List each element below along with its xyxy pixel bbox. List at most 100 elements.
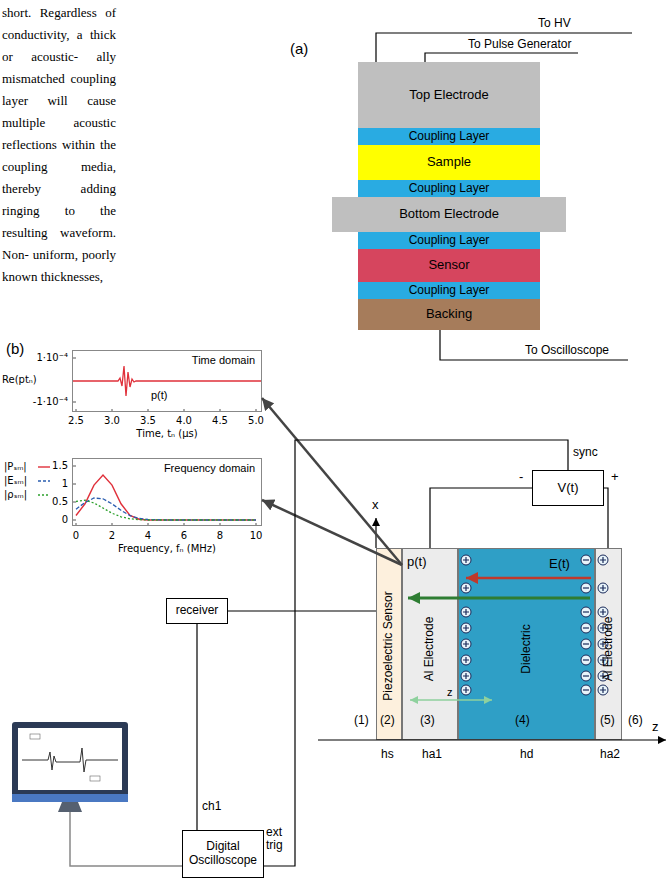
time-plot-drawing bbox=[72, 358, 262, 412]
node-label: Sensor bbox=[428, 258, 469, 273]
thickness-label: hd bbox=[520, 748, 533, 762]
node-label: Frequency domain bbox=[164, 462, 255, 475]
axis-name: z bbox=[447, 686, 453, 699]
monitor-frame bbox=[12, 722, 128, 802]
wire-label: sync bbox=[573, 446, 598, 460]
node-label: Bottom Electrode bbox=[399, 207, 499, 222]
connector-wire bbox=[262, 500, 402, 565]
node-label: Al Electrode bbox=[602, 617, 616, 682]
wire-label: To Pulse Generator bbox=[468, 38, 571, 52]
thickness-label: hs bbox=[381, 748, 394, 762]
legend-label: |Eₛₘ| bbox=[4, 474, 27, 488]
node-label: Piezoelectric Sensor bbox=[382, 591, 396, 700]
z-axis bbox=[318, 739, 666, 740]
node-label: Dielectric bbox=[520, 624, 534, 673]
tick-label: 1 bbox=[62, 478, 68, 490]
scope-wire bbox=[440, 330, 628, 360]
monitor-stand bbox=[58, 802, 82, 812]
depth-arrow bbox=[410, 699, 492, 701]
wire-label: To Oscilloscope bbox=[525, 344, 609, 358]
legend-label: |Pₛₘ| bbox=[4, 460, 27, 474]
node-label: Coupling Layer bbox=[409, 130, 490, 144]
tick-label: 3.0 bbox=[104, 415, 120, 427]
spectrum-curve bbox=[76, 498, 256, 520]
node-label: V(t) bbox=[558, 481, 579, 496]
wire-label: ext trig bbox=[266, 826, 296, 852]
tick-label: 1.5 bbox=[52, 460, 68, 472]
tick-label: -1·10⁻⁴ bbox=[33, 396, 68, 408]
axis-title: Time, tₙ (µs) bbox=[136, 428, 197, 440]
screen-waveform bbox=[22, 748, 118, 772]
coupling-layer: Coupling Layer bbox=[358, 128, 540, 145]
panel-letter: (a) bbox=[290, 40, 308, 57]
node-label: Top Electrode bbox=[409, 88, 489, 103]
tick-label: 6 bbox=[181, 530, 187, 542]
connector-wire bbox=[604, 488, 608, 548]
node-label: E(t) bbox=[549, 557, 570, 572]
axis-title: Re(ptₙ) bbox=[2, 374, 37, 386]
electrode-layer: Bottom Electrode bbox=[332, 197, 566, 232]
tick-label: 2.5 bbox=[68, 415, 84, 427]
tick-label: 5.0 bbox=[248, 415, 264, 427]
coupling-layer: Coupling Layer bbox=[358, 180, 540, 197]
spectrum-plot-drawing bbox=[38, 466, 256, 526]
tick-label: 4 bbox=[145, 530, 151, 542]
thickness-label: ha1 bbox=[422, 748, 442, 762]
node-label: p(t) bbox=[151, 389, 168, 402]
sample-layer: Sample bbox=[358, 145, 540, 180]
tick-label: 0 bbox=[73, 530, 79, 542]
computer-cable bbox=[70, 812, 182, 866]
tick-label: 2 bbox=[109, 530, 115, 542]
sensor-layer: Sensor bbox=[358, 249, 540, 282]
node-label: Al Electrode bbox=[423, 617, 437, 682]
electrode-layer: Al Electrode p(t) bbox=[402, 548, 458, 740]
axis-name: x bbox=[372, 498, 379, 513]
tick-label: 4.5 bbox=[212, 415, 228, 427]
connector-wire bbox=[196, 624, 197, 830]
backing-layer: Backing bbox=[358, 299, 540, 330]
region-number: (6) bbox=[628, 714, 643, 728]
legend-line bbox=[38, 480, 50, 481]
pulse-wire bbox=[425, 53, 578, 62]
node-label: Coupling Layer bbox=[409, 182, 490, 196]
terminal-sign: + bbox=[611, 470, 619, 485]
node-label: Time domain bbox=[192, 354, 255, 367]
time-plot: Time domain p(t) bbox=[72, 350, 262, 412]
tick-label: 10 bbox=[250, 530, 263, 542]
node-label: p(t) bbox=[407, 555, 427, 570]
tick-label: 0.5 bbox=[52, 496, 68, 508]
spectrum-curve bbox=[76, 500, 256, 520]
node-label: Coupling Layer bbox=[409, 284, 490, 298]
region-number: (4) bbox=[515, 714, 530, 728]
tick-label: 1·10⁻⁴ bbox=[36, 352, 68, 364]
tick-label: 0 bbox=[62, 514, 68, 526]
screen-marker bbox=[90, 776, 100, 781]
connector-wire bbox=[430, 488, 532, 548]
legend-line bbox=[38, 466, 50, 467]
spectrum-plot: Frequency domain bbox=[72, 458, 262, 526]
node-label: Backing bbox=[426, 307, 472, 322]
connector-wire bbox=[264, 440, 568, 866]
sensor-layer: Piezoelectric Sensor bbox=[376, 548, 402, 740]
node-label: Coupling Layer bbox=[409, 234, 490, 248]
node-label: Sample bbox=[427, 155, 471, 170]
tick-label: 4.0 bbox=[176, 415, 192, 427]
screen-marker bbox=[30, 734, 40, 739]
coupling-layer: Coupling Layer bbox=[358, 232, 540, 249]
node-label: Digital Oscilloscope bbox=[185, 840, 261, 868]
thickness-label: ha2 bbox=[600, 748, 620, 762]
panel-letter: (b) bbox=[6, 340, 24, 357]
body-text: short. Regardless of conductivity, a thi… bbox=[2, 2, 116, 288]
connector-wire bbox=[262, 398, 402, 565]
terminal-sign: - bbox=[519, 470, 523, 485]
spectrum-curve bbox=[76, 475, 256, 520]
region-number: (3) bbox=[420, 714, 435, 728]
tick-label: 3.5 bbox=[140, 415, 156, 427]
tick-label: 8 bbox=[217, 530, 223, 542]
